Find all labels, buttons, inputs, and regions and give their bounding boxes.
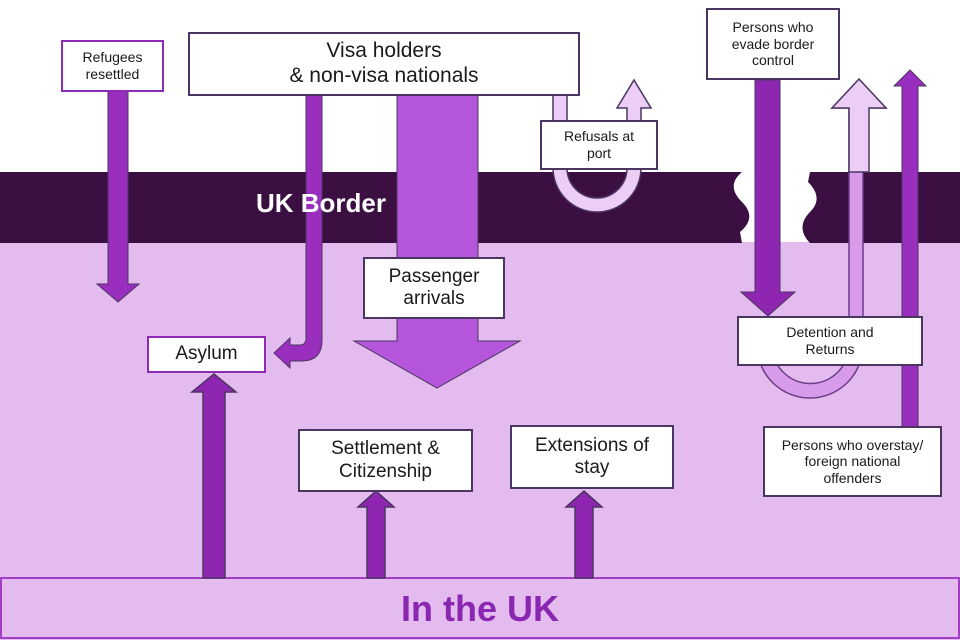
asylum-text: Asylum [175,343,238,365]
overstay-text: Persons who overstay/ foreign national o… [781,436,924,486]
extensions-up-arrow [564,489,604,579]
passenger-text: Passenger arrivals [388,265,480,309]
settlement-citizenship-label: Settlement & Citizenship [298,429,473,492]
settlement-up-arrow [356,489,396,579]
returns-up-arrow [830,77,888,173]
asylum-label: Asylum [147,336,266,373]
passenger-arrivals-label: Passenger arrivals [363,257,505,319]
detention-returns-label: Detention and Returns [737,316,923,366]
extensions-text: Extensions of stay [534,434,650,478]
extensions-of-stay-label: Extensions of stay [510,425,674,489]
refugees-resettled-label: Refugees resettled [61,40,164,92]
uk-border-title: UK Border [256,188,387,218]
visa-text: Visa holders & non-visa nationals [289,39,479,87]
refusals-at-port-label: Refusals at port [540,120,658,170]
settlement-text: Settlement & Citizenship [331,438,440,482]
evade-border-control-label: Persons who evade border control [706,8,840,80]
refugees-text: Refugees resettled [82,49,143,82]
refugees-arrow [95,89,141,303]
refusals-text: Refusals at port [563,128,635,161]
evade-text: Persons who evade border control [731,19,815,69]
visa-to-asylum-arrow [273,94,323,370]
evade-arrow [739,79,797,317]
refusals-loop-arrow [552,78,653,213]
uk-border-band-right [802,172,960,243]
detention-text: Detention and Returns [786,324,874,357]
asylum-up-arrow [189,373,239,579]
in-the-uk-bar [0,577,960,639]
overstay-offenders-label: Persons who overstay/ foreign national o… [763,426,942,497]
passenger-arrivals-arrow [352,94,522,389]
visa-holders-label: Visa holders & non-visa nationals [188,32,580,96]
in-the-uk-title: In the UK [401,588,559,629]
